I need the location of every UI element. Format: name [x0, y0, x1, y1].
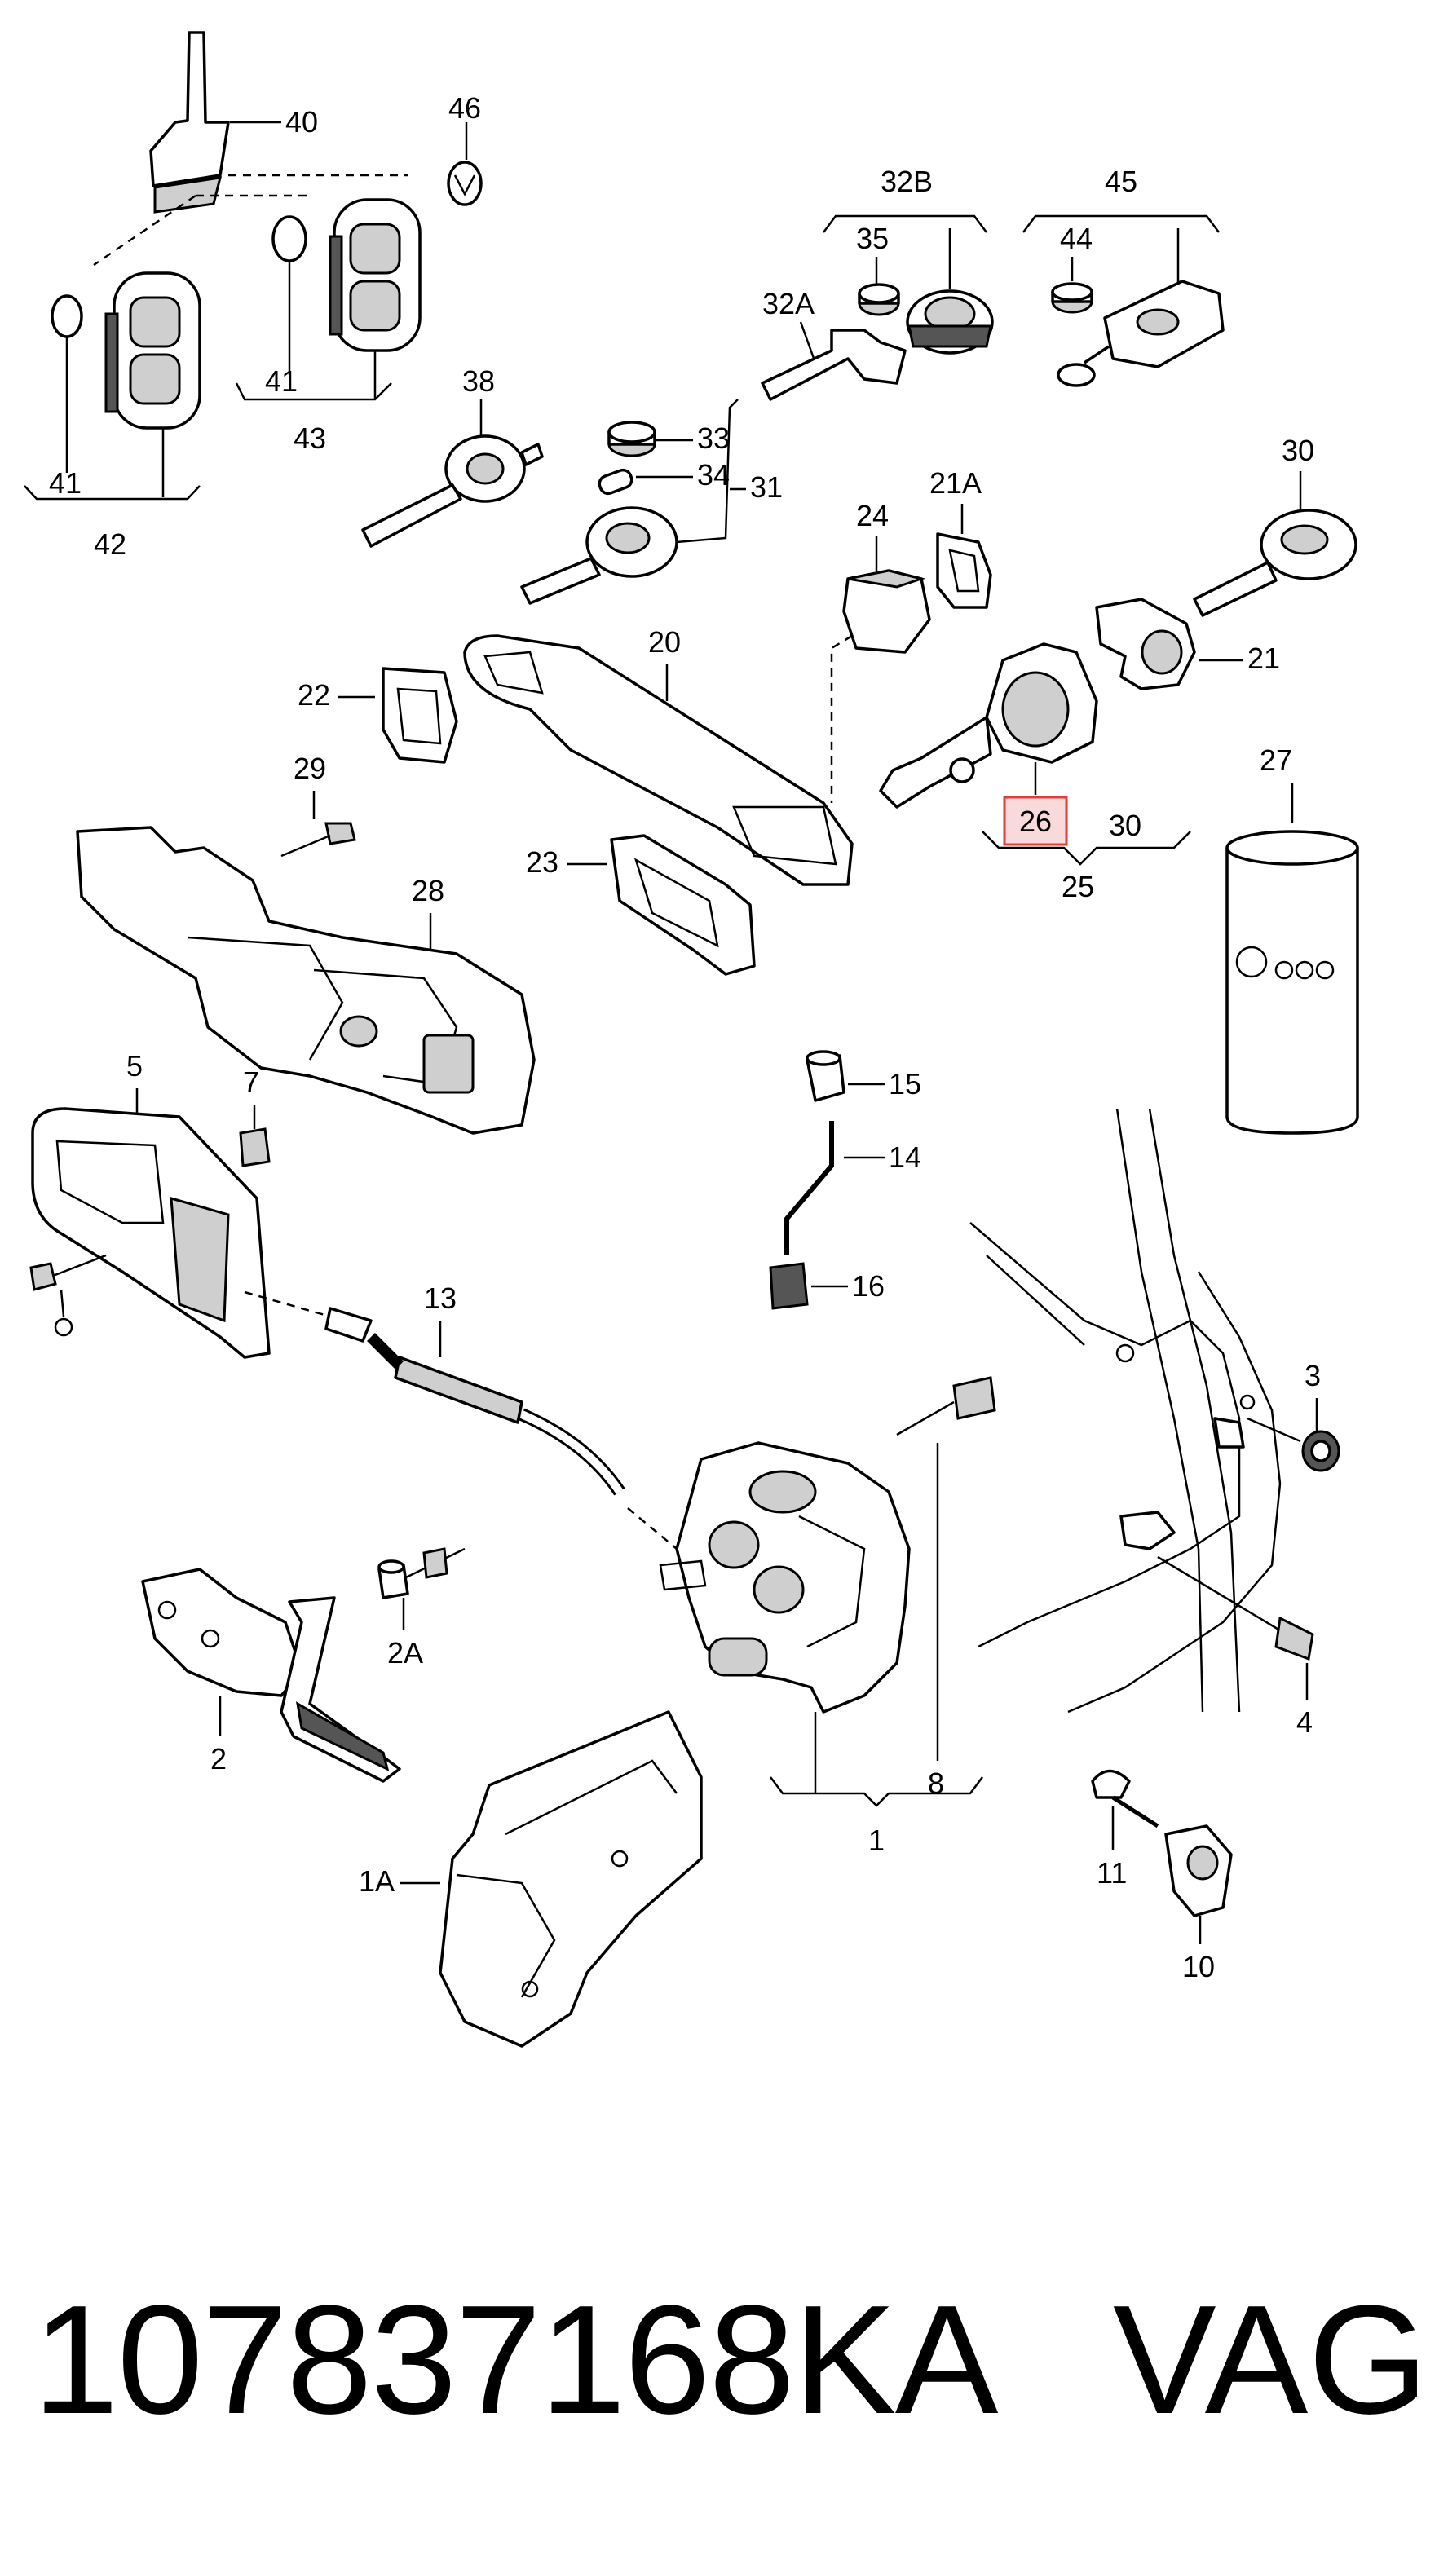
callout-16: 16 [852, 1269, 885, 1303]
callout-43: 43 [294, 421, 326, 455]
part-40-key-head [149, 31, 281, 214]
part-22-gasket [382, 667, 458, 764]
callout-42: 42 [94, 527, 126, 561]
part-29-screw [280, 822, 356, 858]
footer: 107837168KA VAG [33, 2274, 1428, 2458]
callout-30-upper: 30 [1282, 434, 1314, 467]
part-46-emblem [447, 122, 483, 206]
screw-inner-handle [29, 1254, 107, 1337]
part-30-key [1193, 509, 1358, 617]
part-34-bulb [598, 468, 634, 496]
callout-21: 21 [1247, 642, 1280, 675]
part-3-grommet [1301, 1430, 1340, 1472]
callout-31: 31 [750, 470, 783, 504]
brand: VAG [1113, 2274, 1429, 2446]
callout-25: 25 [1062, 870, 1094, 903]
callout-32b: 32B [881, 165, 933, 198]
part-45-remote-key [1057, 280, 1225, 387]
part-number: 107837168KA [33, 2274, 998, 2446]
callout-1: 1 [868, 1824, 885, 1857]
callout-46: 46 [448, 91, 481, 125]
highlight-box-26 [1003, 796, 1068, 846]
part-20-door-handle [463, 634, 854, 886]
part-16-grommet [769, 1262, 809, 1310]
part-42-key-housing [104, 271, 201, 430]
callout-8: 8 [928, 1767, 944, 1800]
part-2-lever [141, 1568, 401, 1783]
callout-38: 38 [462, 364, 495, 398]
part-28-handle-carrier [76, 826, 536, 1135]
part-4-screw [1157, 1555, 1314, 1661]
part-10-plate [1164, 1824, 1233, 1917]
part-13-bowden-cable [244, 1290, 678, 1550]
callout-41-lower: 41 [49, 466, 82, 500]
callout-13: 13 [424, 1281, 457, 1315]
part-44-battery [1051, 282, 1093, 314]
part-27-grease-can [1225, 830, 1359, 1135]
part-33-battery [607, 421, 656, 457]
callout-10: 10 [1182, 1950, 1215, 1983]
callout-44: 44 [1060, 222, 1093, 255]
callout-32a: 32A [762, 287, 814, 320]
part-24-cap [842, 569, 931, 654]
callout-20: 20 [648, 625, 681, 659]
callout-26: 26 [1019, 805, 1052, 838]
callout-22: 22 [298, 678, 330, 712]
part-26-lock-cylinder [879, 642, 1098, 809]
part-11-screw [1091, 1769, 1159, 1828]
part-14-rod [784, 1121, 834, 1255]
part-1-door-lock [659, 1441, 911, 1714]
callout-41-upper: 41 [265, 364, 298, 398]
callout-7: 7 [243, 1065, 259, 1099]
part-1a-housing [439, 1710, 703, 2048]
callout-27: 27 [1260, 743, 1292, 777]
part-32b-transmitter [906, 289, 994, 355]
callout-28: 28 [412, 874, 444, 907]
part-21-bracket [1095, 598, 1196, 690]
callout-2a: 2A [387, 1636, 423, 1670]
callout-21a: 21A [929, 466, 982, 500]
part-21a-gasket [936, 532, 992, 609]
callout-40: 40 [285, 105, 318, 139]
callout-4: 4 [1296, 1705, 1313, 1739]
part-38-key [361, 399, 544, 548]
part-5-inner-handle [31, 1107, 271, 1359]
part-7-clip [239, 1127, 271, 1167]
callout-5: 5 [126, 1049, 143, 1083]
callout-35: 35 [856, 222, 889, 255]
part-23-gasket [610, 834, 756, 976]
callout-24: 24 [856, 499, 889, 532]
part-35-battery [858, 283, 900, 316]
exploded-parts-diagram: 40 46 41 43 41 42 38 [24, 31, 1359, 2048]
callout-30-lower: 30 [1109, 809, 1141, 842]
callout-1a: 1A [359, 1864, 395, 1898]
callout-15: 15 [889, 1067, 921, 1101]
part-8-cable-clip [896, 1376, 996, 1436]
callout-3: 3 [1305, 1359, 1321, 1392]
part-15-rod-end [806, 1050, 845, 1102]
part-32a-key-blade [761, 329, 907, 401]
callout-33: 33 [697, 421, 730, 455]
callout-2: 2 [210, 1742, 227, 1775]
callout-11: 11 [1097, 1856, 1127, 1890]
callout-29: 29 [294, 752, 326, 785]
callout-45: 45 [1105, 165, 1137, 198]
part-31-key [520, 506, 678, 605]
door-frame [969, 1108, 1282, 1714]
callout-34: 34 [697, 458, 730, 492]
part-2a-bolt [377, 1547, 466, 1599]
callout-14: 14 [889, 1140, 921, 1174]
part-43-key-housing [329, 198, 422, 352]
callout-23: 23 [526, 845, 558, 879]
